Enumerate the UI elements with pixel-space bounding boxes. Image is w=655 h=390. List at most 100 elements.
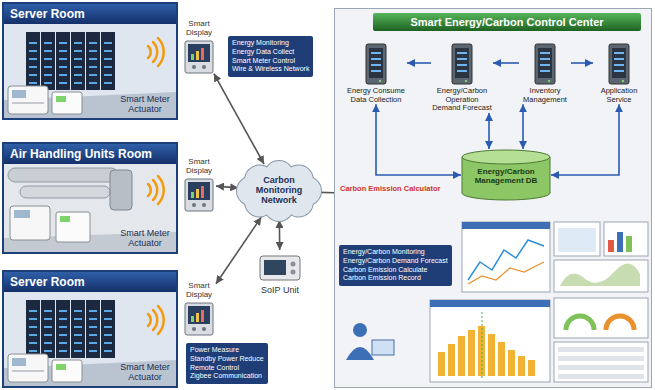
callout-label: Carbon Emission Calculator	[340, 184, 440, 193]
screenshot-pictures	[560, 263, 640, 286]
callout-label: Carbon Emission Calculator	[340, 184, 440, 193]
display-icon	[192, 203, 196, 207]
screenshot-pictures	[482, 312, 483, 378]
database-label: Energy/Carbon Management DB	[467, 167, 545, 185]
server-icon	[452, 44, 472, 84]
screenshot-pictures	[617, 232, 623, 252]
connector-arrow	[216, 217, 261, 284]
screenshot-pictures	[554, 222, 600, 256]
display-icon	[185, 303, 213, 335]
feature-item: Carbon Emission Calculate	[343, 266, 448, 275]
screenshot-pictures	[488, 334, 495, 376]
air-handling-photo	[4, 164, 176, 252]
screenshot-pictures	[626, 236, 632, 252]
server-node: Application Service	[593, 43, 645, 104]
screenshot-pictures	[558, 228, 596, 252]
feature-item: Energy Monitoring	[232, 39, 309, 48]
screenshot-pictures	[554, 298, 648, 338]
screenshot-pictures	[346, 347, 374, 360]
server-icon	[366, 44, 386, 84]
connector-layer	[214, 63, 619, 284]
air-handling-photo	[56, 212, 90, 242]
screenshot-pictures	[566, 316, 594, 330]
server-icon	[457, 52, 467, 54]
display-icon	[191, 192, 194, 198]
display-icon	[202, 65, 206, 69]
panel-heading: Air Handling Units Room	[4, 144, 176, 164]
display-icon	[185, 179, 213, 211]
display-icon	[184, 40, 214, 74]
air-handling-photo	[110, 170, 132, 210]
display-icon	[196, 313, 199, 322]
server-room-photo	[8, 86, 48, 114]
server-room-photo	[4, 24, 176, 118]
cloud-shape	[250, 173, 307, 209]
smart-display: Smart Display	[182, 282, 216, 336]
display-icon	[184, 178, 214, 212]
room-panel: Server RoomSmart Meter Actuator	[2, 2, 178, 120]
server-icon	[530, 43, 560, 85]
device-label: Smart Meter Actuator	[117, 363, 173, 383]
server-room-photo	[26, 32, 115, 90]
server-room-photo	[4, 292, 176, 386]
server-room-photo	[26, 36, 115, 84]
feature-list: Energy/Carbon MonitoringEnergy/Carbon De…	[339, 245, 452, 286]
server-label: Energy/Carbon Operation Demand Forecast	[431, 87, 493, 113]
server-icon	[457, 64, 467, 66]
connector-arrow	[214, 74, 264, 164]
screenshot-pictures	[508, 350, 515, 376]
air-handling-photo	[4, 164, 176, 252]
display-icon	[191, 54, 194, 60]
server-icon	[371, 52, 381, 54]
display-icon	[201, 310, 204, 322]
database-cylinder: Energy/Carbon Management DB	[461, 149, 551, 201]
device-label: Smart Meter Actuator	[117, 95, 173, 115]
server-icon	[457, 70, 467, 72]
server-room-photo	[148, 46, 151, 58]
air-handling-photo	[148, 184, 151, 196]
display-icon	[196, 51, 199, 60]
screenshot-pictures	[462, 222, 550, 229]
screenshot-pictures	[558, 347, 644, 352]
server-room-photo	[158, 38, 164, 66]
connector-arrow	[407, 62, 431, 64]
server-room-photo	[153, 42, 157, 62]
server-icon	[612, 48, 626, 78]
display-icon	[201, 48, 204, 60]
soip-icon	[260, 256, 300, 280]
panel-heading: Smart Energy/Carbon Control Center	[373, 13, 641, 31]
device-label: Smart Meter Actuator	[117, 229, 173, 249]
air-handling-photo	[148, 176, 164, 204]
feature-item: Energy/Carbon Demand Forecast	[343, 257, 448, 266]
server-icon	[455, 48, 469, 78]
server-node: Inventory Management	[519, 43, 571, 104]
server-label: Energy Consume Data Collection	[345, 87, 407, 104]
screenshot-pictures	[604, 222, 648, 256]
cylinder-shape	[550, 157, 551, 193]
server-node: Energy/Carbon Operation Demand Forecast	[431, 43, 493, 113]
feature-list: Energy MonitoringEnergy Data CollectSmar…	[228, 36, 313, 77]
panel-ground	[334, 8, 652, 388]
feature-item: Energy/Carbon Monitoring	[343, 248, 448, 257]
server-label: Application Service	[593, 87, 645, 104]
feature-item: Smart Meter Control	[232, 57, 309, 66]
server-room-photo	[12, 102, 44, 104]
server-room-photo	[56, 96, 66, 102]
air-handling-photo	[153, 180, 157, 200]
cloud-label: Carbon Monitoring Network	[252, 176, 305, 206]
display-icon	[202, 327, 206, 331]
server-icon	[371, 64, 381, 66]
air-handling-photo	[14, 210, 30, 218]
screenshot-pictures	[558, 365, 644, 370]
screenshot-pictures	[558, 356, 644, 361]
server-room-photo	[4, 24, 176, 118]
smart-display: Smart Display	[182, 158, 216, 212]
screenshot-pictures	[498, 342, 505, 376]
server-icon	[361, 43, 391, 85]
server-icon	[609, 44, 629, 84]
screenshot-pictures	[438, 326, 535, 376]
screenshot-pictures	[438, 352, 445, 376]
display-icon	[188, 306, 210, 324]
